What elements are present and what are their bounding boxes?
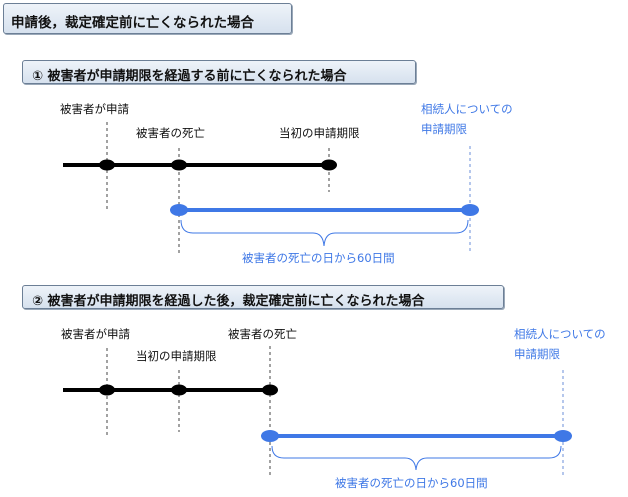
s2-heir-start-point bbox=[261, 430, 279, 442]
s1-label-original-deadline: 当初の申請期限 bbox=[279, 126, 360, 140]
s1-point-application bbox=[99, 159, 115, 171]
s1-heir-start-point bbox=[170, 204, 188, 216]
s2-label-application: 被害者が申請 bbox=[61, 327, 130, 341]
s2-point-application bbox=[99, 384, 115, 396]
section1-title-box: ① 被害者が申請期限を経過する前に亡くなられた場合 bbox=[22, 60, 416, 84]
s1-heir-end-point bbox=[461, 204, 479, 216]
s2-label-heir-deadline-line1: 相続人についての bbox=[514, 327, 606, 341]
s1-label-death: 被害者の死亡 bbox=[136, 126, 205, 140]
s2-point-death bbox=[262, 384, 278, 396]
s2-label-original-deadline: 当初の申請期限 bbox=[136, 349, 217, 363]
s1-point-original-deadline bbox=[321, 159, 337, 171]
s1-label-heir-deadline-line1: 相続人についての bbox=[421, 102, 513, 116]
s1-period-brace bbox=[180, 219, 469, 247]
s1-point-death bbox=[171, 159, 187, 171]
s1-label-application: 被害者が申請 bbox=[60, 102, 129, 116]
main-title-box: 申請後，裁定確定前に亡くなられた場合 bbox=[3, 3, 292, 34]
s2-heir-end-point bbox=[554, 430, 572, 442]
s2-point-original-deadline bbox=[171, 384, 187, 396]
s2-label-heir-deadline-line2: 申請期限 bbox=[514, 347, 560, 361]
s2-period-label: 被害者の死亡の日から60日間 bbox=[335, 476, 488, 490]
main-title: 申請後，裁定確定前に亡くなられた場合 bbox=[11, 15, 254, 31]
s1-period-label: 被害者の死亡の日から60日間 bbox=[242, 251, 395, 265]
section2-title: ② 被害者が申請期限を経過した後，裁定確定前に亡くなられた場合 bbox=[32, 294, 425, 309]
s1-label-heir-deadline-line2: 申請期限 bbox=[421, 122, 467, 136]
section2-title-box: ② 被害者が申請期限を経過した後，裁定確定前に亡くなられた場合 bbox=[22, 285, 504, 309]
s2-period-brace bbox=[271, 445, 562, 471]
s2-label-death: 被害者の死亡 bbox=[228, 327, 297, 341]
section1-title: ① 被害者が申請期限を経過する前に亡くなられた場合 bbox=[32, 69, 347, 84]
